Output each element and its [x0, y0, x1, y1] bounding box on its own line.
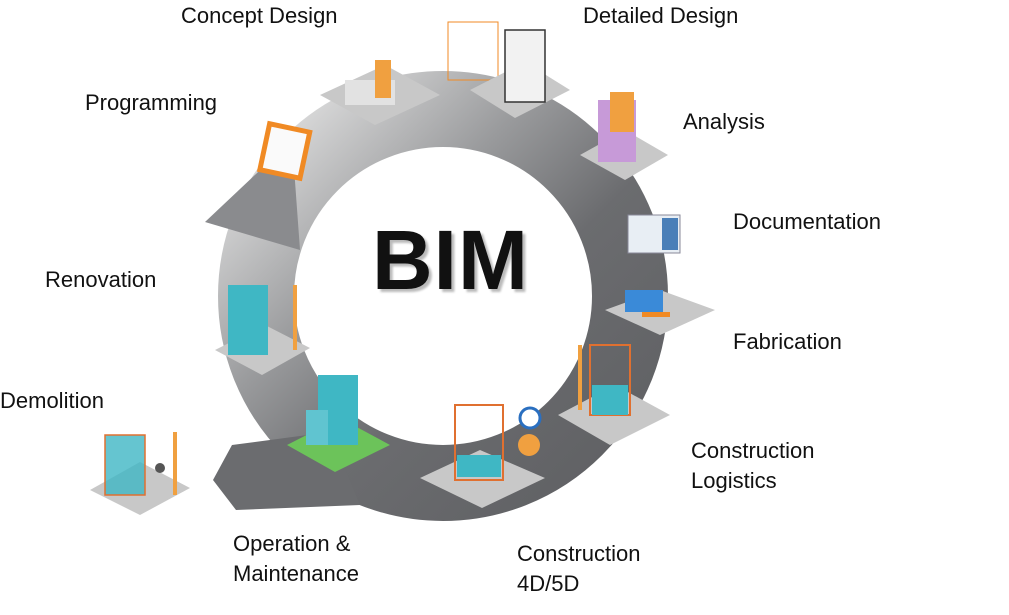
fabrication-icon: [605, 290, 715, 335]
renovation-icon: [215, 285, 310, 375]
detailed-design-icon: [447, 21, 570, 118]
stage-label-line: Construction: [517, 541, 641, 566]
stage-label-line: Operation &: [233, 531, 351, 556]
construction-4d5d-icon: [420, 404, 545, 508]
stage-label-demolition: Demolition: [0, 388, 104, 413]
stage-label-renovation: Renovation: [45, 267, 157, 292]
stage-label-line: Construction: [691, 438, 815, 463]
dollar-coin-icon: [518, 434, 540, 456]
stage-label-operation-maintenance: Operation & Maintenance: [233, 529, 359, 589]
stage-label-documentation: Documentation: [733, 209, 881, 234]
stage-label-concept-design: Concept Design: [181, 3, 338, 28]
stage-label-line: 4D/5D: [517, 571, 580, 596]
stage-label-programming: Programming: [85, 90, 218, 115]
construction-logistics-icon: [558, 344, 670, 445]
stage-label-analysis: Analysis: [683, 109, 765, 134]
demolition-icon: [90, 432, 190, 515]
wrecking-ball-icon: [155, 463, 165, 473]
programming-icon: [256, 120, 313, 182]
analysis-icon: [580, 92, 668, 180]
stage-label-line: Maintenance: [233, 561, 359, 586]
stage-label-fabrication: Fabrication: [733, 329, 842, 354]
stage-label-line: Logistics: [691, 468, 777, 493]
concept-design-icon: [320, 60, 440, 125]
stopwatch-icon: [518, 406, 542, 430]
stage-label-detailed-design: Detailed Design: [583, 3, 739, 28]
stage-label-construction-4d5d: Construction 4D/5D: [517, 539, 641, 599]
stage-label-construction-logistics: Construction Logistics: [691, 436, 815, 496]
operation-maintenance-icon: [287, 375, 390, 472]
diagram-title: BIM: [372, 213, 529, 307]
documentation-icon: [627, 214, 681, 254]
